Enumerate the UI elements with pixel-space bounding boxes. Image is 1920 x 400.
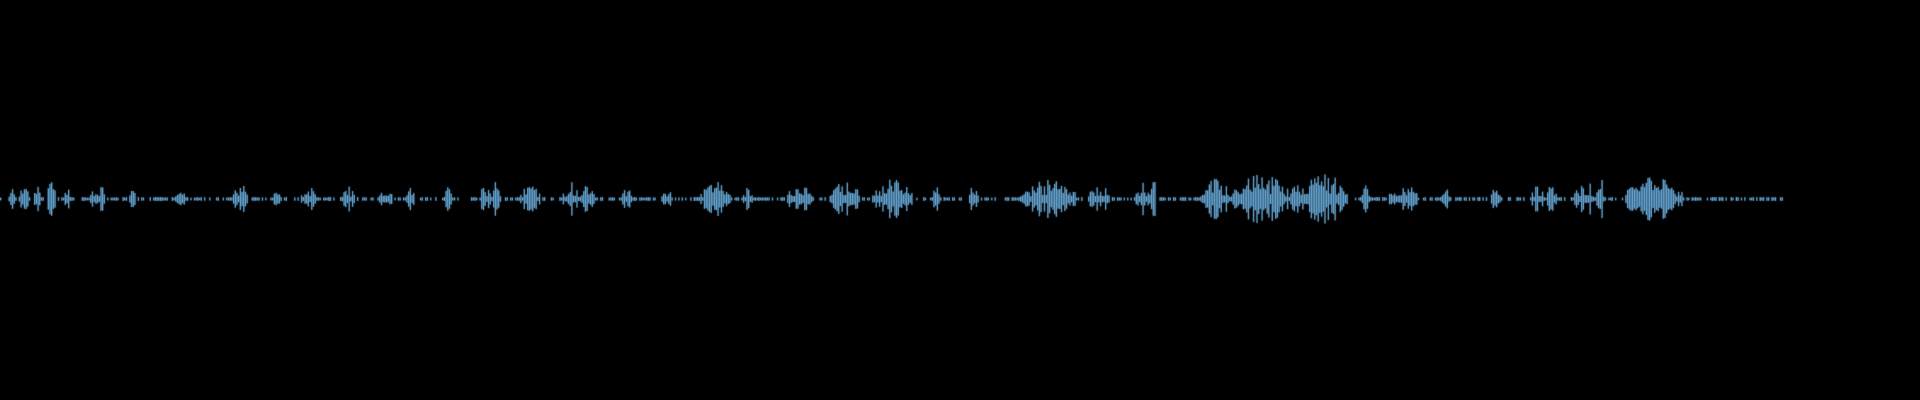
waveform-canvas[interactable] bbox=[0, 0, 1920, 400]
audio-waveform-viewer[interactable] bbox=[0, 0, 1920, 400]
